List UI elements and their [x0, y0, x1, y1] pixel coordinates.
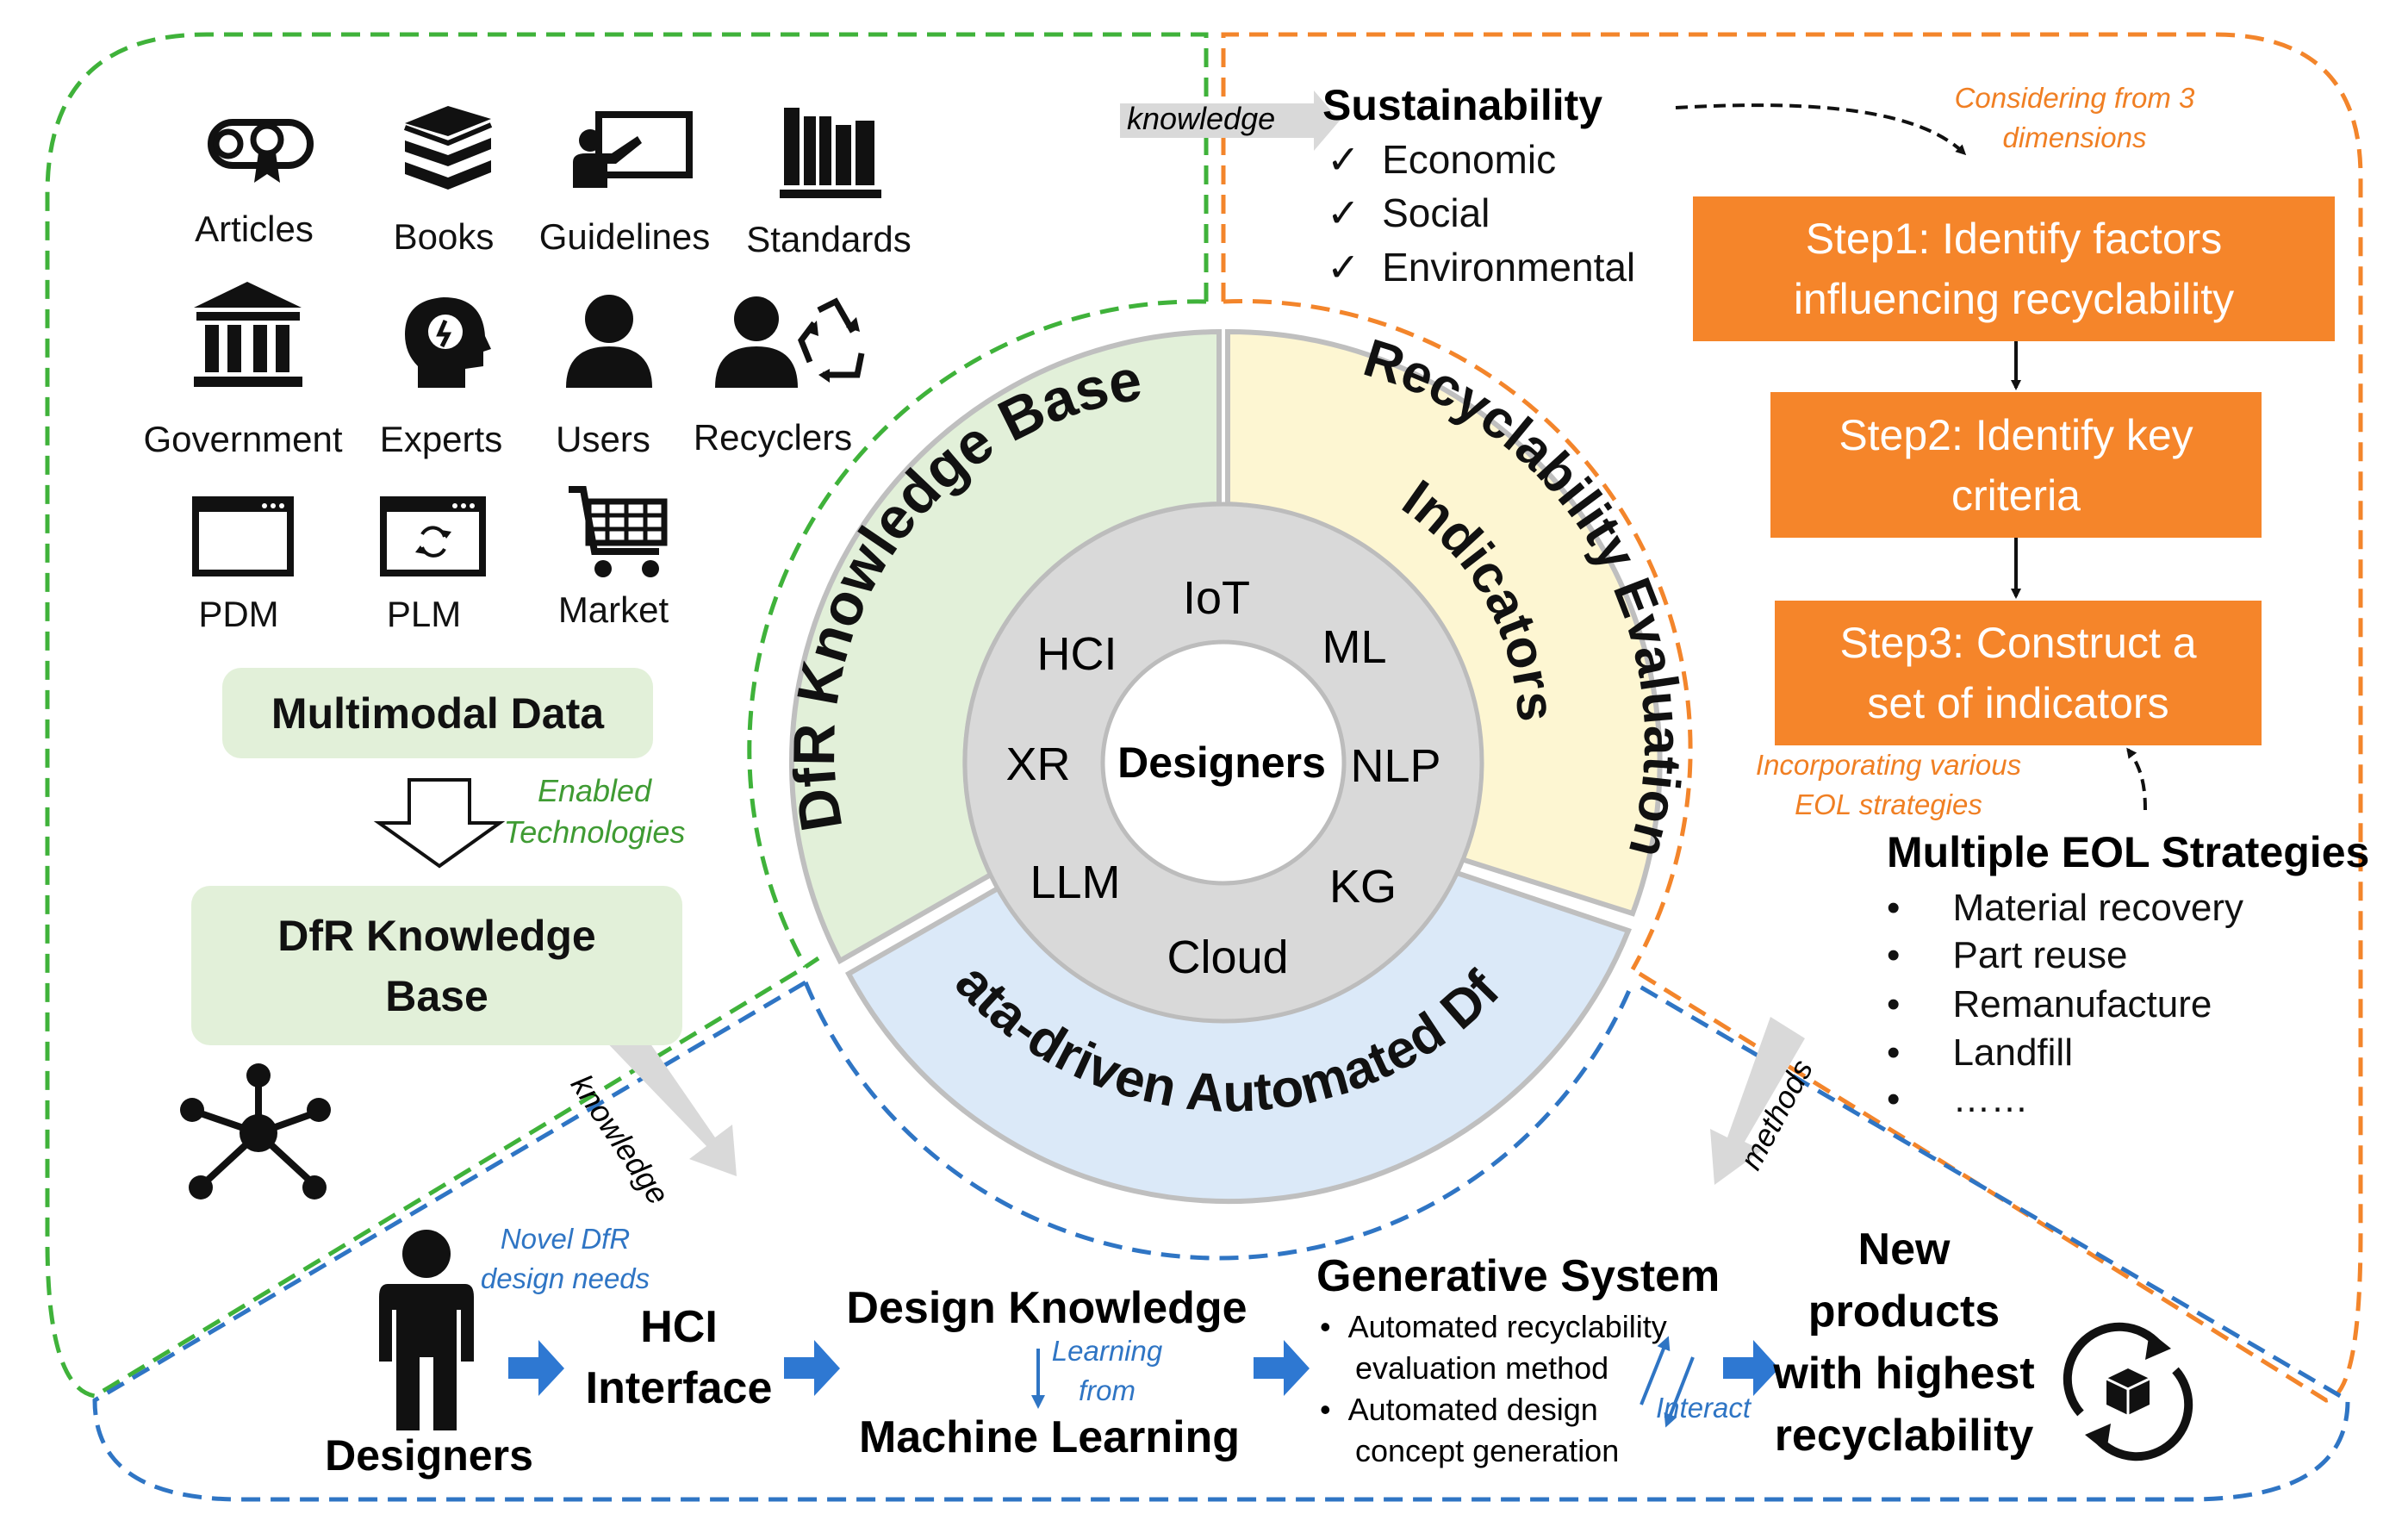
source-label-government: Government — [143, 419, 343, 459]
sustainability-item-economic: ✓ Economic — [1327, 137, 1557, 182]
enabled-label-2: Technologies — [503, 814, 686, 850]
government-building-icon — [194, 282, 302, 387]
source-label-users: Users — [556, 419, 650, 459]
enabled-label-1: Enabled — [537, 773, 652, 808]
source-label-plm: PLM — [386, 594, 462, 634]
check-icon: ✓ — [1327, 245, 1360, 290]
considering-line-2: dimensions — [2002, 122, 2147, 153]
multimodal-data-label: Multimodal Data — [271, 689, 605, 738]
incorporating-line-2: EOL strategies — [1795, 788, 1982, 820]
green-region-border — [45, 32, 1209, 1399]
designers-label: Designers — [325, 1431, 533, 1480]
hci-interface-line-2: Interface — [585, 1363, 773, 1413]
considering-line-1: Considering from 3 — [1954, 82, 2195, 114]
books-stack-icon — [403, 106, 493, 190]
source-label-market: Market — [557, 589, 669, 630]
eol-item: • Material recovery — [1887, 887, 2243, 929]
new-products-line-1: New — [1857, 1225, 1951, 1274]
generative-system-title: Generative System — [1316, 1251, 1720, 1301]
inner-label-nlp: NLP — [1350, 740, 1441, 792]
recycler-icon — [715, 296, 865, 388]
product-cycle-icon — [2063, 1322, 2193, 1461]
generative-item: • Automated design — [1320, 1392, 1598, 1427]
orange-region-border — [1221, 32, 2363, 1403]
diploma-scroll-icon — [208, 119, 314, 183]
generative-item-cont: concept generation — [1355, 1433, 1620, 1468]
new-products-line-4: recyclability — [1774, 1411, 2034, 1461]
inner-label-xr: XR — [1005, 738, 1071, 790]
bookshelf-icon — [780, 108, 881, 198]
center-label-designers: Designers — [1117, 738, 1326, 787]
machine-learning-label: Machine Learning — [858, 1412, 1241, 1462]
inner-label-hci: HCI — [1036, 628, 1117, 680]
knowledge-graph-icon — [180, 1063, 331, 1200]
eol-item: • Part reuse — [1887, 934, 2128, 976]
inner-label-iot: IoT — [1182, 572, 1251, 624]
window-cycle-icon — [380, 496, 486, 576]
shopping-cart-icon — [569, 486, 668, 577]
person-icon — [379, 1230, 474, 1430]
check-icon: ✓ — [1327, 137, 1360, 182]
generative-item: • Automated recyclability — [1320, 1309, 1667, 1344]
sustainability-title: Sustainability — [1322, 81, 1603, 129]
source-label-guidelines: Guidelines — [538, 216, 711, 257]
source-label-books: Books — [393, 216, 495, 257]
eol-item: • Remanufacture — [1887, 983, 2212, 1025]
window-icon — [192, 496, 294, 576]
learning-line-1: Learning — [1051, 1335, 1163, 1367]
source-label-experts: Experts — [379, 419, 503, 459]
new-products-line-3: with highest — [1773, 1349, 2035, 1399]
sustainability-item-social: ✓ Social — [1327, 190, 1490, 235]
check-icon: ✓ — [1327, 190, 1360, 235]
novel-needs-line-2: design needs — [480, 1262, 650, 1294]
incorporating-line-1: Incorporating various — [1755, 749, 2022, 781]
learning-line-2: from — [1079, 1374, 1136, 1406]
inner-label-cloud: Cloud — [1167, 932, 1289, 983]
source-label-articles: Articles — [195, 209, 314, 249]
eol-item: • …… — [1887, 1078, 2029, 1120]
presentation-board-icon — [573, 111, 693, 188]
center-circle — [1100, 639, 1347, 886]
multimodal-data-box: Multimodal Data — [222, 668, 653, 758]
source-label-standards: Standards — [746, 219, 912, 259]
step3-box: Step3: Construct a set of indicators — [1775, 601, 2262, 745]
kb-box-line-2: Base — [385, 971, 488, 1020]
step2-box: Step2: Identify key criteria — [1770, 392, 2262, 538]
knowledge-arrow-top-label: knowledge — [1127, 101, 1276, 136]
new-products-line-2: products — [1808, 1287, 2000, 1337]
user-icon — [566, 295, 652, 388]
inner-label-kg: KG — [1328, 861, 1397, 913]
interact-label: Interact — [1656, 1392, 1752, 1424]
inner-label-llm: LLM — [1030, 857, 1121, 908]
sustainability-item-environmental: ✓ Environmental — [1327, 245, 1636, 290]
inner-label-ml: ML — [1322, 621, 1387, 673]
source-label-recyclers: Recyclers — [693, 417, 853, 458]
eol-title: Multiple EOL Strategies — [1887, 828, 2370, 876]
blue-region-border — [92, 980, 2350, 1502]
step1-box: Step1: Identify factors influencing recy… — [1693, 196, 2335, 341]
dfr-knowledge-base-box: DfR Knowledge Base — [191, 886, 682, 1045]
novel-needs-line-1: Novel DfR — [500, 1223, 631, 1255]
eol-item: • Landfill — [1887, 1031, 2073, 1074]
design-knowledge-label: Design Knowledge — [846, 1283, 1248, 1333]
hci-interface-line-1: HCI — [640, 1302, 718, 1352]
source-label-pdm: PDM — [198, 594, 279, 634]
expert-head-icon — [405, 297, 491, 388]
generative-item-cont: evaluation method — [1355, 1350, 1609, 1386]
kb-box-line-1: DfR Knowledge — [277, 911, 596, 960]
